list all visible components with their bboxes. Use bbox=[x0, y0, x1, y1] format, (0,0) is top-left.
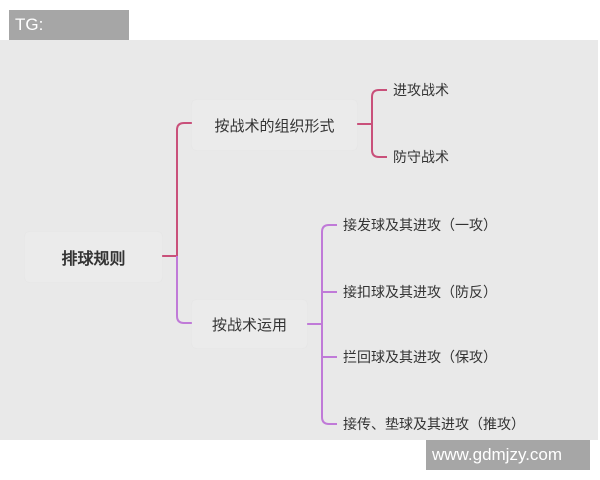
branch-label: 按战术运用 bbox=[211, 315, 287, 334]
leaf-node[interactable]: 防守战术 bbox=[393, 150, 449, 166]
leaf-node[interactable]: 接扣球及其进攻（防反） bbox=[343, 285, 497, 301]
connector-bottom-children bbox=[307, 224, 337, 425]
root-label: 排球规则 bbox=[61, 249, 126, 268]
root-node[interactable]: 排球规则 bbox=[25, 232, 162, 282]
watermark-bottom: www.gdmjzy.com bbox=[426, 440, 590, 470]
connector-top-children bbox=[357, 89, 387, 158]
connector-root-bottom bbox=[176, 256, 192, 324]
leaf-node[interactable]: 进攻战术 bbox=[393, 83, 449, 99]
leaf-node[interactable]: 接传、垫球及其进攻（推攻） bbox=[343, 417, 525, 433]
leaf-node[interactable]: 拦回球及其进攻（保攻） bbox=[343, 350, 497, 366]
branch-node-application[interactable]: 按战术运用 bbox=[192, 300, 307, 348]
branch-node-organization[interactable]: 按战术的组织形式 bbox=[192, 100, 357, 150]
connector-root-top bbox=[162, 122, 192, 257]
leaf-node[interactable]: 接发球及其进攻（一攻） bbox=[343, 218, 497, 234]
branch-label: 按战术的组织形式 bbox=[214, 116, 335, 135]
